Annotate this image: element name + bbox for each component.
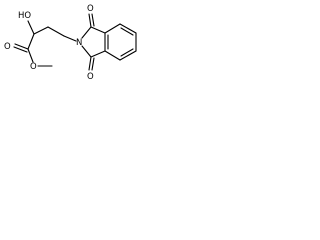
imide-nitrogen-label: N [76, 38, 82, 48]
bond-c4-n [63, 35, 77, 42]
bond-n-c-top [81, 26, 92, 39]
imide-bottom-oxygen-label: O [87, 72, 94, 82]
bond-n-c-bottom [81, 45, 92, 58]
bond-benzene-2 [104, 23, 121, 34]
bond-benzene-3 [119, 23, 137, 34]
bond-benzene-3-inner [120, 27, 134, 36]
bond-bottom-c-ring [90, 50, 106, 58]
bond-c1-o-double-b [13, 46, 28, 53]
bond-benzene-5-inner [120, 48, 134, 57]
bond-c2-c1 [27, 33, 35, 50]
bond-c1-o-single [27, 48, 34, 63]
imide-top-oxygen-label: O [87, 4, 94, 14]
bond-benzene-6 [104, 50, 121, 61]
bond-top-c-ring [90, 26, 106, 34]
bond-top-c-o-b [91, 13, 95, 27]
hydroxyl-label: HO [18, 11, 31, 21]
bond-benzene-5 [119, 50, 137, 61]
bond-c3-c4 [47, 26, 65, 37]
bond-c2-oh [27, 20, 35, 35]
ester-carbonyl-oxygen-label: O [4, 42, 11, 52]
bond-c2-c3 [33, 26, 49, 35]
ester-oxygen-label: O [30, 62, 37, 72]
bond-bottom-c-o-a [88, 56, 92, 71]
chemical-structure: HO O O N O O [4, 4, 137, 82]
bond-bottom-c-o-b [91, 57, 95, 71]
bond-top-c-o-a [88, 13, 92, 28]
bond-c1-o-double-a [14, 43, 29, 50]
